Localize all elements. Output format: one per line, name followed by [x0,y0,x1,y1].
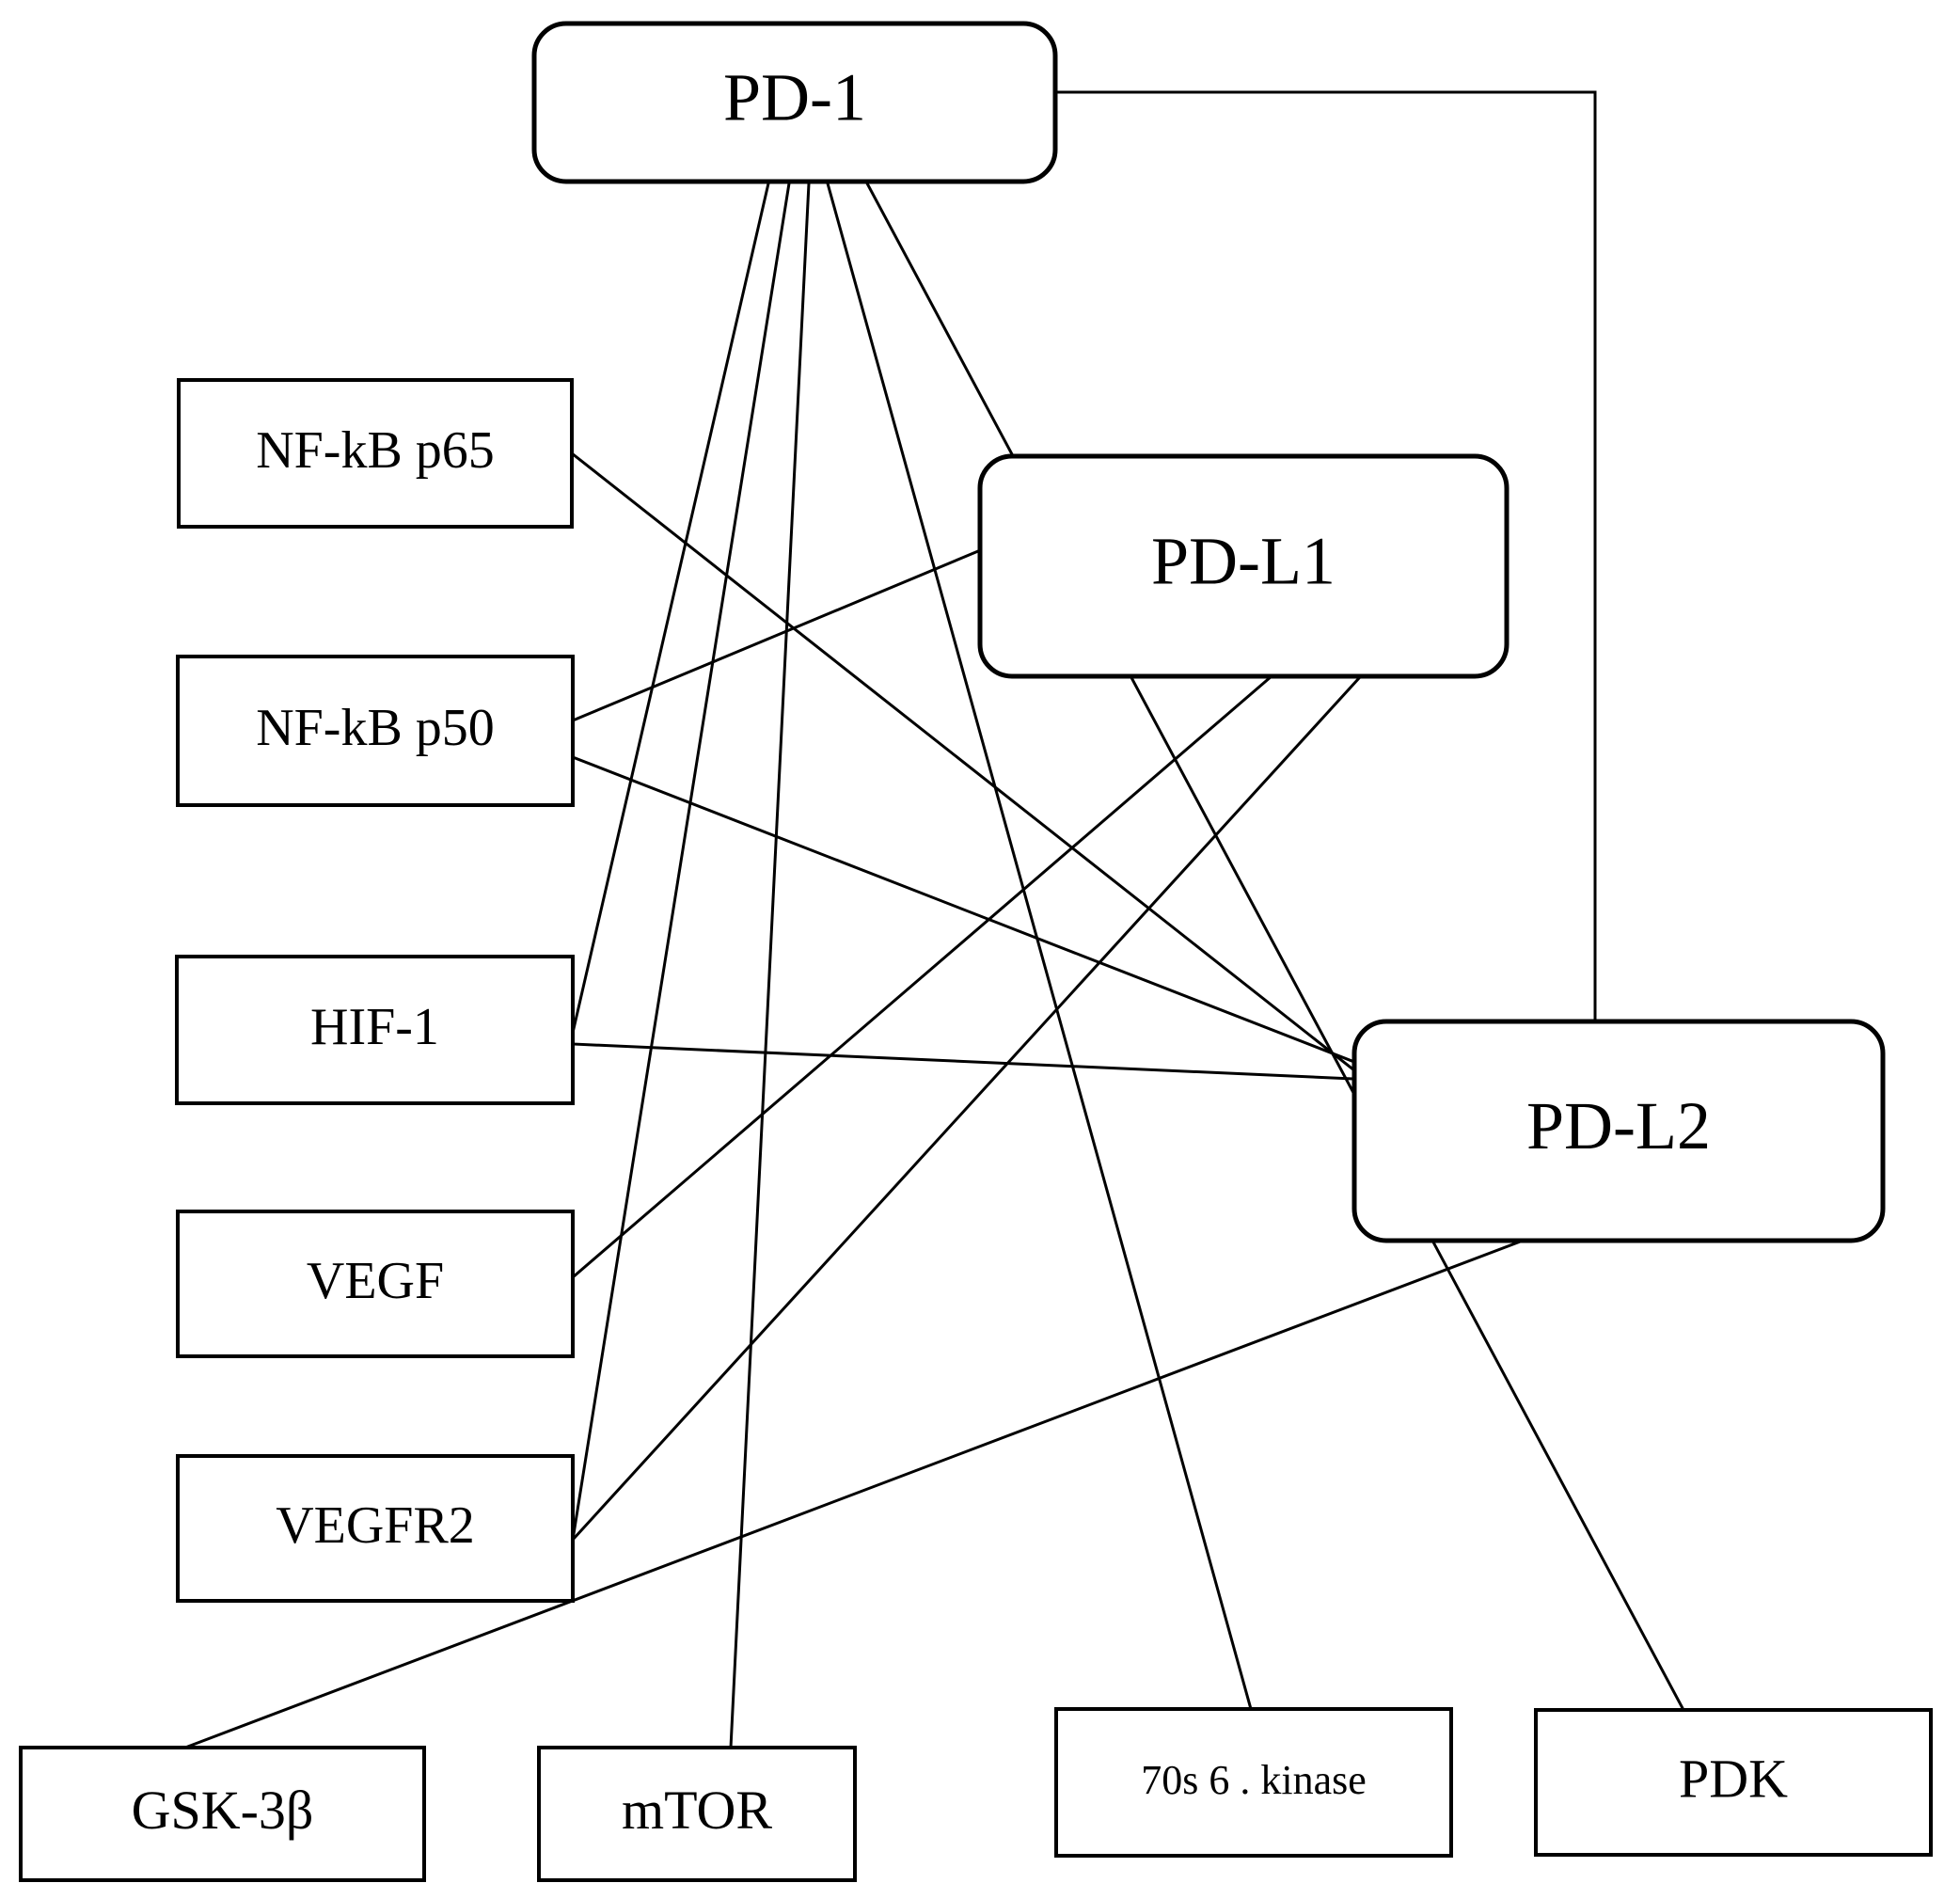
node-mtor[interactable]: mTOR [537,1746,857,1882]
node-label-pdl2: PD-L2 [1526,1088,1711,1163]
node-label-mtor: mTOR [622,1780,772,1841]
node-shape-pdl2[interactable] [1351,1019,1886,1243]
node-pd1[interactable]: PD-1 [531,21,1058,184]
node-shape-nfkbp50[interactable] [176,655,575,807]
node-label-pdk: PDK [1679,1748,1788,1809]
node-nfkbp65[interactable]: NF-kB p65 [177,378,574,529]
node-shape-nfkbp65[interactable] [177,378,574,529]
node-s6k[interactable]: 70s 6 . kinase [1054,1707,1453,1858]
node-shape-vegfr2[interactable] [176,1454,575,1603]
node-label-pdl1: PD-L1 [1151,524,1336,599]
edge-layer [183,90,1686,1749]
node-gsk3b[interactable]: GSK-3β [19,1746,426,1882]
edge-nfkbp65-to-pdl2 [569,451,1357,1073]
node-label-nfkbp50: NF-kB p50 [256,699,495,757]
node-vegfr2[interactable]: VEGFR2 [176,1454,575,1603]
node-nfkbp50[interactable]: NF-kB p50 [176,655,575,807]
edge-pd1-to-pdl2 [1053,90,1597,1023]
node-pdk[interactable]: PDK [1534,1708,1933,1857]
node-label-vegfr2: VEGFR2 [276,1496,475,1555]
node-vegf[interactable]: VEGF [176,1210,575,1358]
edge-pd1-to-vegfr2 [571,182,791,1542]
node-label-pd1: PD-1 [723,60,866,135]
node-shape-pd1[interactable] [531,21,1058,184]
node-hif1[interactable]: HIF-1 [175,955,575,1105]
node-shape-pdk[interactable] [1534,1708,1933,1857]
edge-gsk3b-to-pdl2 [183,1239,1525,1749]
edge-pd1-to-pdk [864,181,1686,1713]
node-shape-hif1[interactable] [175,955,575,1105]
edge-pd1-to-mtor [729,182,811,1749]
node-pdl2[interactable]: PD-L2 [1351,1019,1886,1243]
edge-nfkbp50-to-pdl2 [571,755,1356,1064]
node-shape-vegf[interactable] [176,1210,575,1358]
node-label-s6k: 70s 6 . kinase [1141,1757,1367,1803]
node-shape-gsk3b[interactable] [19,1746,426,1882]
node-label-hif1: HIF-1 [310,998,439,1056]
node-label-vegf: VEGF [307,1252,444,1310]
edge-vegf-to-pdl1 [570,673,1274,1280]
node-pdl1[interactable]: PD-L1 [977,453,1510,679]
edge-vegfr2-to-pdl1 [570,675,1362,1543]
node-label-gsk3b: GSK-3β [132,1780,314,1841]
edge-pd1-to-hif1 [571,182,770,1035]
edge-hif1-to-pdl2 [571,1042,1356,1081]
node-shape-pdl1[interactable] [977,453,1510,679]
edge-pd1-to-s6k [826,182,1253,1711]
node-shape-s6k[interactable] [1054,1707,1453,1858]
node-shape-mtor[interactable] [537,1746,857,1882]
node-label-nfkbp65: NF-kB p65 [256,421,495,480]
